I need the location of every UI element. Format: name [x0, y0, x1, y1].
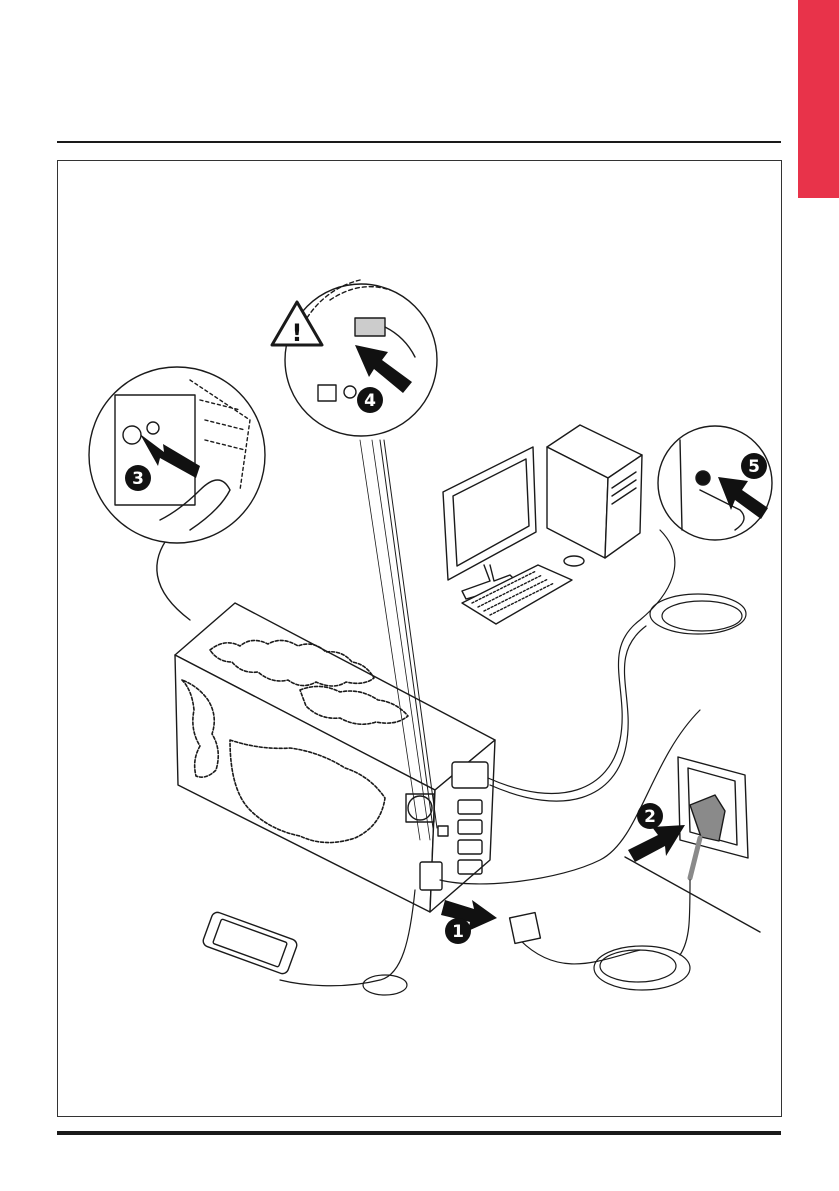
- step-badge-3: 3: [125, 465, 151, 491]
- step-number: 1: [452, 922, 464, 942]
- callout-pc-button: [658, 426, 772, 540]
- iec-plug: [510, 913, 541, 944]
- arrow-step-2: [628, 825, 685, 862]
- keyboard: [462, 565, 572, 624]
- step-badge-2: 2: [637, 803, 663, 829]
- mouse: [564, 556, 584, 566]
- pc-tower: [547, 425, 642, 558]
- ups-unit: [175, 603, 495, 912]
- step-number: 5: [748, 457, 760, 477]
- step-badge-5: 5: [741, 453, 767, 479]
- step-number: 2: [644, 807, 656, 827]
- smartphone: [202, 911, 299, 976]
- step-number: 4: [364, 391, 376, 411]
- step-badge-4: 4: [357, 387, 383, 413]
- step-number: 3: [132, 469, 144, 489]
- step-badge-1: 1: [445, 918, 471, 944]
- wall-socket: [678, 757, 748, 878]
- warning-mark: !: [292, 319, 303, 347]
- callout-power-button: [89, 367, 265, 620]
